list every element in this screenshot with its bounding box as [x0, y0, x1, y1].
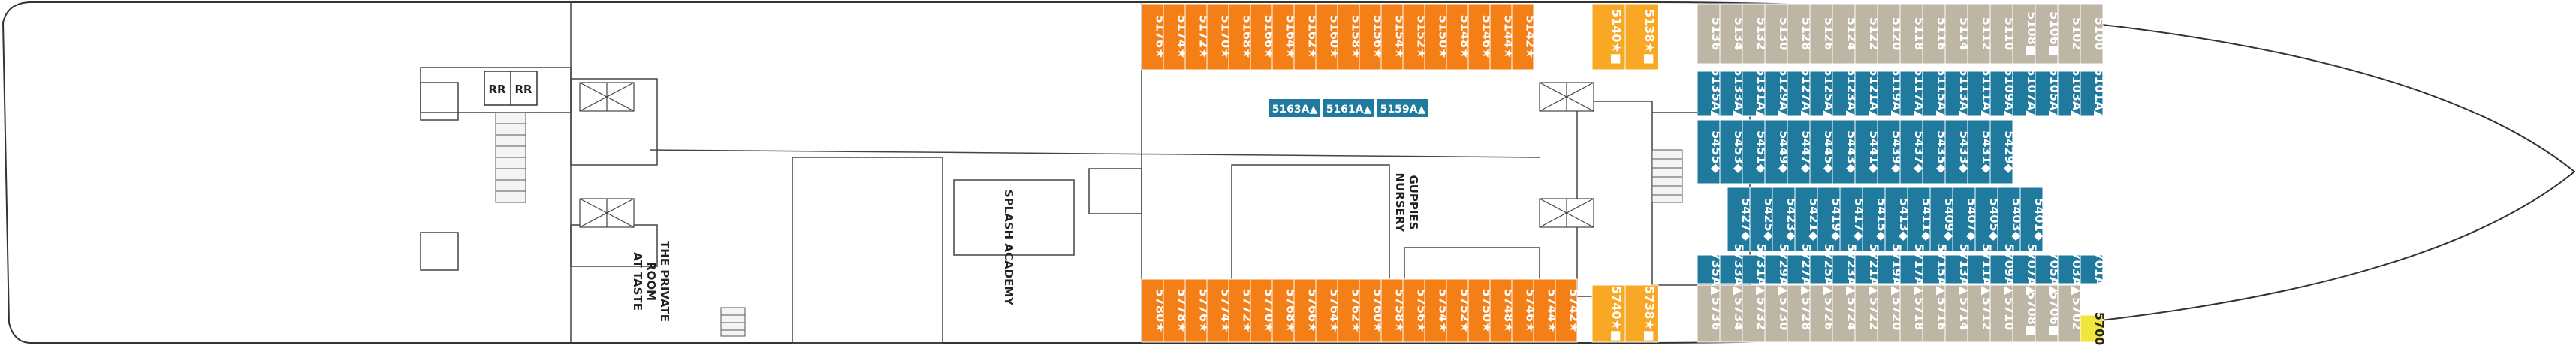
cabin-blue[interactable]: 5123A▲	[1832, 68, 1859, 120]
svg-text:ROOM: ROOM	[644, 262, 658, 301]
cabin-blue-b[interactable]: 5415◆	[1862, 187, 1889, 252]
cabin-blue[interactable]: 5701A▲	[2080, 243, 2107, 296]
cabin-gold[interactable]: 5740★■	[1591, 284, 1626, 343]
cabin-mid-blue-label: 5161A▲	[1326, 104, 1372, 116]
svg-text:SPLASH ACADEMY: SPLASH ACADEMY	[1002, 190, 1015, 306]
svg-text:NURSERY: NURSERY	[1393, 173, 1407, 233]
cabin-blue-label: 5701A▲	[2092, 243, 2107, 296]
cabin-orange[interactable]: 5780★	[1141, 278, 1168, 343]
cabin-blue[interactable]: 5129A▲	[1764, 68, 1791, 120]
cabin-beige[interactable]: 5722	[1854, 284, 1881, 343]
svg-text:THE PRIVATE: THE PRIVATE	[658, 241, 671, 322]
cabin-blue-b-label: 5429◆	[2002, 130, 2016, 174]
svg-text:GUPPIES: GUPPIES	[1407, 175, 1420, 230]
private-room-label: THE PRIVATE ROOM AT TASTE	[631, 241, 671, 322]
cabin-gold[interactable]: 5138★■	[1624, 3, 1659, 70]
cabin-blue[interactable]: 5101A▲	[2080, 68, 2107, 120]
cabin-orange[interactable]: 5168★	[1228, 3, 1255, 70]
cabin-mid-blue-label: 5159A▲	[1380, 104, 1426, 116]
svg-text:AT TASTE: AT TASTE	[631, 252, 644, 310]
cabin-beige[interactable]: 5136	[1697, 3, 1724, 64]
guppies-nursery-label: GUPPIES NURSERY	[1393, 173, 1420, 233]
cabin-orange[interactable]: 5746★	[1511, 278, 1538, 343]
cabin-gold[interactable]: 5140★■	[1591, 3, 1626, 70]
cabin-orange[interactable]: 5142★	[1511, 3, 1538, 70]
cabin-mid-blue[interactable]: 5163A▲	[1269, 99, 1320, 117]
splash-academy-label: SPLASH ACADEMY	[1002, 190, 1015, 306]
cabin-gold-label: 5740★■	[1609, 286, 1624, 341]
stairs	[495, 112, 1683, 337]
cabin-mid-blue[interactable]: 5161A▲	[1323, 99, 1374, 117]
cabin-blue-b-label: 5401◆	[2032, 198, 2047, 242]
restroom-label-top: RR	[514, 82, 532, 96]
cabin-gold-label: 5140★■	[1609, 9, 1624, 64]
restroom-label-bottom: RR	[488, 82, 506, 96]
cabin-yellow-label: 5700	[2092, 312, 2107, 345]
cabin-beige[interactable]: 5100	[2080, 3, 2107, 64]
cabin-gold[interactable]: 5738★■	[1624, 284, 1659, 343]
cabin-beige[interactable]: 5714	[1944, 284, 1971, 343]
cabin-mid-blue[interactable]: 5159A▲	[1377, 99, 1428, 117]
cabin-beige-label: 5100	[2092, 17, 2107, 51]
cabin-orange[interactable]: 5742★	[1555, 278, 1582, 343]
cabin-beige[interactable]: 5720	[1877, 284, 1904, 343]
cabin-blue-b[interactable]: 5429◆	[1989, 119, 2016, 184]
cabin-mid-blue-label: 5163A▲	[1272, 104, 1318, 116]
elevators	[579, 82, 1594, 228]
cabin-orange[interactable]: 5768★	[1271, 278, 1299, 343]
cabin-gold-label: 5138★■	[1642, 9, 1657, 64]
cabin-blue-b[interactable]: 5401◆	[2019, 187, 2047, 252]
restrooms: RR RR	[484, 70, 538, 106]
cabin-orange[interactable]: 5774★	[1206, 278, 1233, 343]
cabin-orange[interactable]: 5778★	[1163, 278, 1190, 343]
cabin-orange-label: 5142★	[1524, 15, 1538, 59]
cabin-yellow[interactable]: 5700	[2080, 312, 2107, 345]
cabin-beige[interactable]: 5110	[1989, 3, 2016, 64]
cabin-gold-label: 5738★■	[1642, 286, 1657, 341]
cabin-orange-label: 5742★	[1567, 289, 1582, 333]
cabin-blue-label: 5101A▲	[2092, 68, 2107, 120]
cabin-blocks: 5176★5174★5172★5170★5168★5166★5164★5162★…	[1141, 3, 2107, 345]
